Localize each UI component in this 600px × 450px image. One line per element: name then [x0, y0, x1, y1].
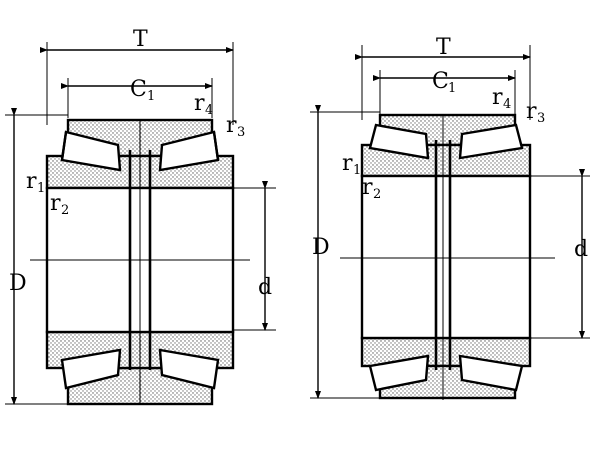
label-C1-right: C	[432, 69, 449, 94]
label-D-right: D	[312, 235, 330, 260]
label-d-left: d	[258, 275, 272, 300]
label-r1-left: r	[26, 169, 37, 194]
label-d-right: d	[574, 237, 588, 262]
label-r4-left: r	[194, 91, 205, 116]
label-T-left: T	[133, 27, 148, 52]
label-D-left: D	[9, 271, 27, 296]
label-r3-right-sub: 3	[537, 111, 545, 126]
label-r2-right: r	[362, 175, 373, 200]
bearing-left: T C 1 r 4 r 3 r 1 r 2 D d	[5, 27, 276, 406]
label-r4-left-sub: 4	[205, 103, 213, 118]
label-C1-right-sub: 1	[448, 81, 456, 96]
label-r2-right-sub: 2	[373, 187, 381, 202]
label-C1-left-sub: 1	[147, 89, 155, 104]
label-r3-right: r	[526, 99, 537, 124]
label-C1-left: C	[130, 77, 147, 102]
label-r1-right-sub: 1	[353, 163, 361, 178]
label-r1-right: r	[342, 151, 353, 176]
label-r2-left-sub: 2	[61, 203, 69, 218]
label-r4-right-sub: 4	[503, 97, 511, 112]
label-r2-left: r	[50, 191, 61, 216]
label-r4-right: r	[492, 85, 503, 110]
bearing-right: T C 1 r 4 r 3 r 1 r 2 D d	[310, 35, 590, 400]
label-T-right: T	[436, 35, 451, 60]
label-r1-left-sub: 1	[37, 181, 45, 196]
label-r3-left: r	[226, 113, 237, 138]
label-r3-left-sub: 3	[237, 125, 245, 140]
